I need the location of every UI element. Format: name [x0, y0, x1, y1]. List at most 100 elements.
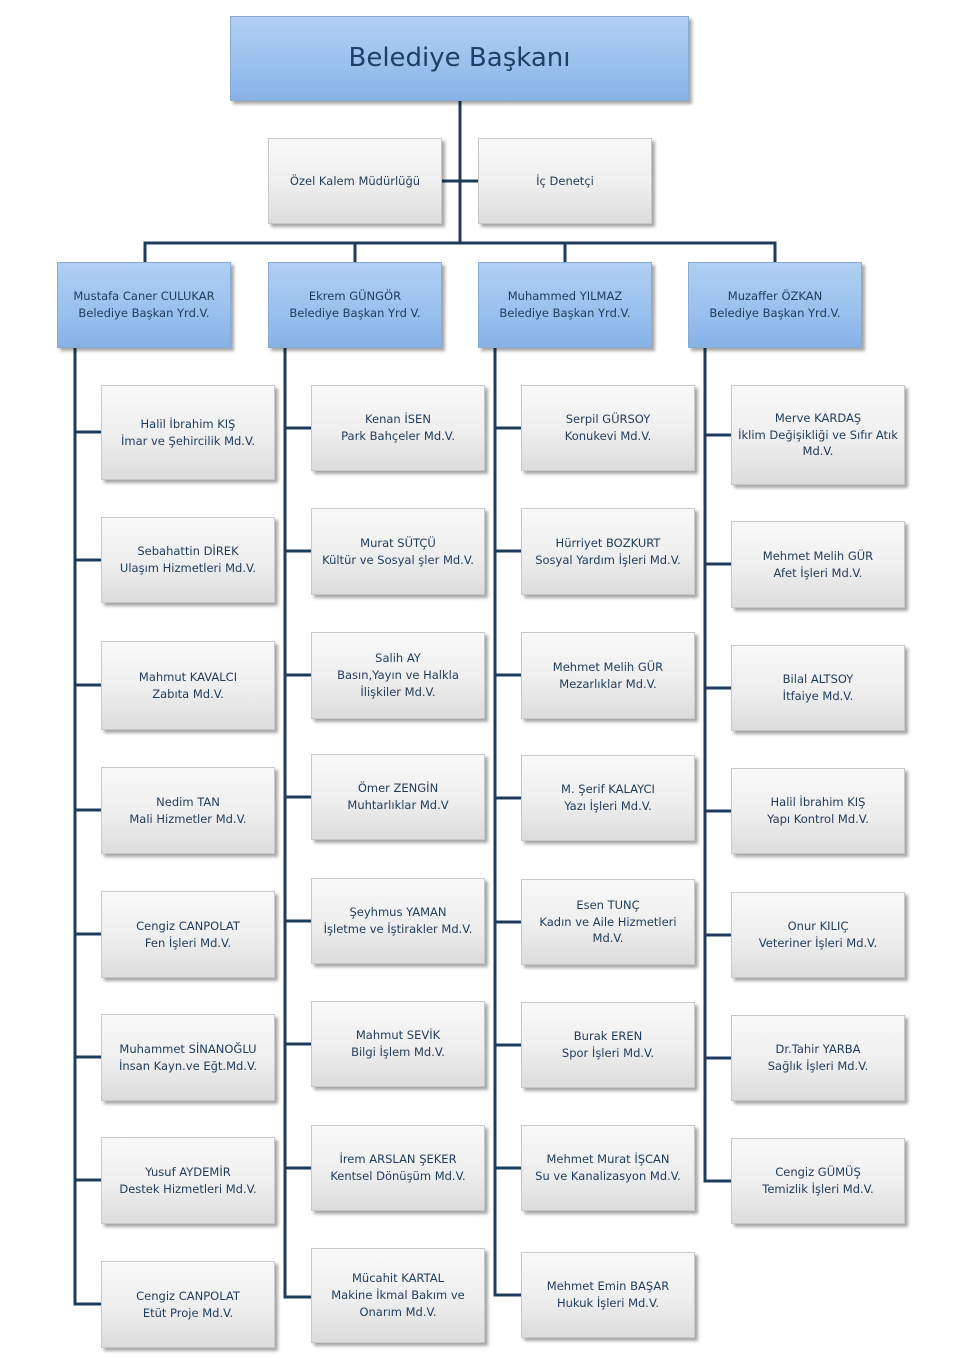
deputy-role: Belediye Başkan Yrd.V. [78, 306, 210, 320]
manager-name: Mehmet Melih GÜR [552, 659, 664, 674]
manager-name: Merve KARDAŞ [774, 410, 862, 425]
manager-name: Burak EREN [573, 1029, 643, 1044]
department-name: Veteriner İşleri Md.V. [758, 936, 878, 950]
staff-node-private-office: Özel Kalem Müdürlüğü [268, 138, 442, 224]
department-node: M. Şerif KALAYCI Yazı İşleri Md.V. [521, 755, 695, 841]
department-node: Nedim TAN Mali Hizmetler Md.V. [101, 767, 275, 854]
department-node: Muhammet SİNANOĞLU İnsan Kayn.ve Eğt.Md.… [101, 1014, 275, 1101]
staff-node-internal-auditor: İç Denetçi [478, 138, 652, 224]
department-node: Onur KILIÇ Veteriner İşleri Md.V. [731, 892, 905, 978]
manager-name: Cengiz CANPOLAT [136, 1288, 240, 1303]
department-name: Destek Hizmetleri Md.V. [119, 1181, 257, 1196]
manager-name: Kenan İSEN [365, 412, 431, 427]
manager-name: Mehmet Murat İŞCAN [546, 1152, 670, 1167]
department-name: Basın,Yayın ve Halkla İlişkiler Md.V. [337, 668, 459, 699]
department-node: Merve KARDAŞ İklim Değişikliği ve Sıfır … [731, 385, 905, 485]
deputy-role: Belediye Başkan Yrd.V. [499, 306, 631, 320]
manager-name: Cengiz CANPOLAT [136, 918, 240, 933]
manager-name: İrem ARSLAN ŞEKER [339, 1152, 457, 1167]
department-name: Sosyal Yardım İşleri Md.V. [535, 552, 681, 567]
department-node: Mücahit KARTAL Makine İkmal Bakım ve Ona… [311, 1248, 485, 1343]
department-node: Dr.Tahir YARBA Sağlık İşleri Md.V. [731, 1015, 905, 1101]
department-node: Cengiz CANPOLAT Etüt Proje Md.V. [101, 1261, 275, 1348]
manager-name: Halil İbrahim KIŞ [140, 416, 236, 431]
manager-name: Bilal ALTSOY [782, 672, 854, 687]
manager-name: Mehmet Melih GÜR [762, 548, 874, 563]
manager-name: Sebahattin DİREK [137, 544, 239, 559]
deputy-node: Ekrem GÜNGÖR Belediye Başkan Yrd V. [268, 262, 442, 348]
deputy-role: Belediye Başkan Yrd.V. [709, 306, 841, 320]
department-name: Kadın ve Aile Hizmetleri Md.V. [539, 914, 677, 946]
deputy-name: Ekrem GÜNGÖR [308, 289, 402, 304]
department-node: Bilal ALTSOY İtfaiye Md.V. [731, 645, 905, 731]
department-node: Cengiz CANPOLAT Fen İşleri Md.V. [101, 891, 275, 978]
department-node: Şeyhmus YAMAN İşletme ve İştirakler Md.V… [311, 878, 485, 964]
department-name: Yapı Kontrol Md.V. [767, 812, 869, 826]
deputy-name: Muzaffer ÖZKAN [727, 289, 823, 304]
department-name: İtfaiye Md.V. [782, 689, 854, 703]
manager-name: Şeyhmus YAMAN [349, 905, 447, 920]
manager-name: Serpil GÜRSOY [565, 412, 651, 427]
manager-name: Mahmut KAVALCI [138, 669, 238, 684]
department-name: Su ve Kanalizasyon Md.V. [535, 1169, 681, 1183]
manager-name: Yusuf AYDEMİR [145, 1164, 231, 1179]
manager-name: Halil İbrahim KIŞ [770, 795, 866, 810]
department-node: Mehmet Melih GÜR Mezarlıklar Md.V. [521, 632, 695, 719]
department-name: Temizlik İşleri Md.V. [762, 1182, 874, 1196]
manager-name: Salih AY [375, 651, 421, 666]
department-name: Spor İşleri Md.V. [561, 1046, 655, 1060]
department-name: Konukevi Md.V. [564, 429, 652, 443]
manager-name: Dr.Tahir YARBA [775, 1042, 861, 1057]
manager-name: Mahmut SEVİK [355, 1028, 441, 1043]
department-node: Mehmet Melih GÜR Afet İşleri Md.V. [731, 521, 905, 608]
department-name: Kültür ve Sosyal şler Md.V. [322, 552, 474, 567]
department-name: Etüt Proje Md.V. [142, 1305, 234, 1320]
department-name: Kentsel Dönüşüm Md.V. [330, 1169, 466, 1183]
manager-name: Hürriyet BOZKURT [555, 535, 661, 550]
department-node: Mahmut SEVİK Bilgi İşlem Md.V. [311, 1001, 485, 1087]
department-node: Esen TUNÇ Kadın ve Aile Hizmetleri Md.V. [521, 879, 695, 965]
department-name: Afet İşleri Md.V. [773, 565, 863, 580]
department-node: Hürriyet BOZKURT Sosyal Yardım İşleri Md… [521, 508, 695, 595]
manager-name: Murat SÜTÇÜ [360, 535, 436, 550]
deputy-node: Mustafa Caner CULUKAR Belediye Başkan Yr… [57, 262, 231, 348]
deputy-name: Muhammed YILMAZ [507, 289, 623, 304]
department-node: Yusuf AYDEMİR Destek Hizmetleri Md.V. [101, 1137, 275, 1224]
manager-name: Mücahit KARTAL [352, 1271, 444, 1286]
manager-name: M. Şerif KALAYCI [561, 782, 655, 797]
department-node: Halil İbrahim KIŞ Yapı Kontrol Md.V. [731, 768, 905, 854]
deputy-node: Muhammed YILMAZ Belediye Başkan Yrd.V. [478, 262, 652, 348]
manager-name: Mehmet Emin BAŞAR [546, 1279, 670, 1294]
manager-name: Esen TUNÇ [576, 897, 640, 912]
deputy-node: Muzaffer ÖZKAN Belediye Başkan Yrd.V. [688, 262, 862, 348]
manager-name: Ömer ZENGİN [357, 781, 439, 796]
department-name: İklim Değişikliği ve Sıfır Atık Md.V. [738, 427, 898, 459]
department-node: Mehmet Emin BAŞAR Hukuk İşleri Md.V. [521, 1252, 695, 1338]
department-node: Sebahattin DİREK Ulaşım Hizmetleri Md.V. [101, 517, 275, 603]
department-name: Bilgi İşlem Md.V. [351, 1045, 445, 1059]
department-node: Ömer ZENGİN Muhtarlıklar Md.V [311, 754, 485, 840]
department-node: Cengiz GÜMÜŞ Temizlik İşleri Md.V. [731, 1138, 905, 1224]
department-name: Zabıta Md.V. [152, 686, 224, 701]
department-node: Mehmet Murat İŞCAN Su ve Kanalizasyon Md… [521, 1125, 695, 1211]
department-name: Yazı İşleri Md.V. [564, 799, 652, 813]
root-title: Belediye Başkanı [348, 42, 571, 73]
staff-label: Özel Kalem Müdürlüğü [289, 173, 421, 188]
root-node: Belediye Başkanı [230, 16, 689, 101]
manager-name: Onur KILIÇ [787, 919, 849, 934]
department-node: Halil İbrahim KIŞ İmar ve Şehircilik Md.… [101, 385, 275, 480]
department-node: Salih AY Basın,Yayın ve Halkla İlişkiler… [311, 632, 485, 719]
department-name: Mali Hizmetler Md.V. [129, 811, 247, 826]
manager-name: Muhammet SİNANOĞLU [119, 1041, 257, 1056]
department-name: İşletme ve İştirakler Md.V. [323, 922, 473, 936]
deputy-name: Mustafa Caner CULUKAR [73, 289, 215, 304]
department-name: Fen İşleri Md.V. [144, 935, 232, 950]
department-name: Park Bahçeler Md.V. [341, 429, 455, 443]
department-node: Murat SÜTÇÜ Kültür ve Sosyal şler Md.V. [311, 508, 485, 595]
department-node: Burak EREN Spor İşleri Md.V. [521, 1002, 695, 1088]
department-name: İmar ve Şehircilik Md.V. [120, 433, 256, 448]
department-name: Hukuk İşleri Md.V. [557, 1296, 659, 1310]
department-node: Serpil GÜRSOY Konukevi Md.V. [521, 385, 695, 471]
manager-name: Nedim TAN [156, 794, 220, 809]
manager-name: Cengiz GÜMÜŞ [775, 1165, 861, 1180]
